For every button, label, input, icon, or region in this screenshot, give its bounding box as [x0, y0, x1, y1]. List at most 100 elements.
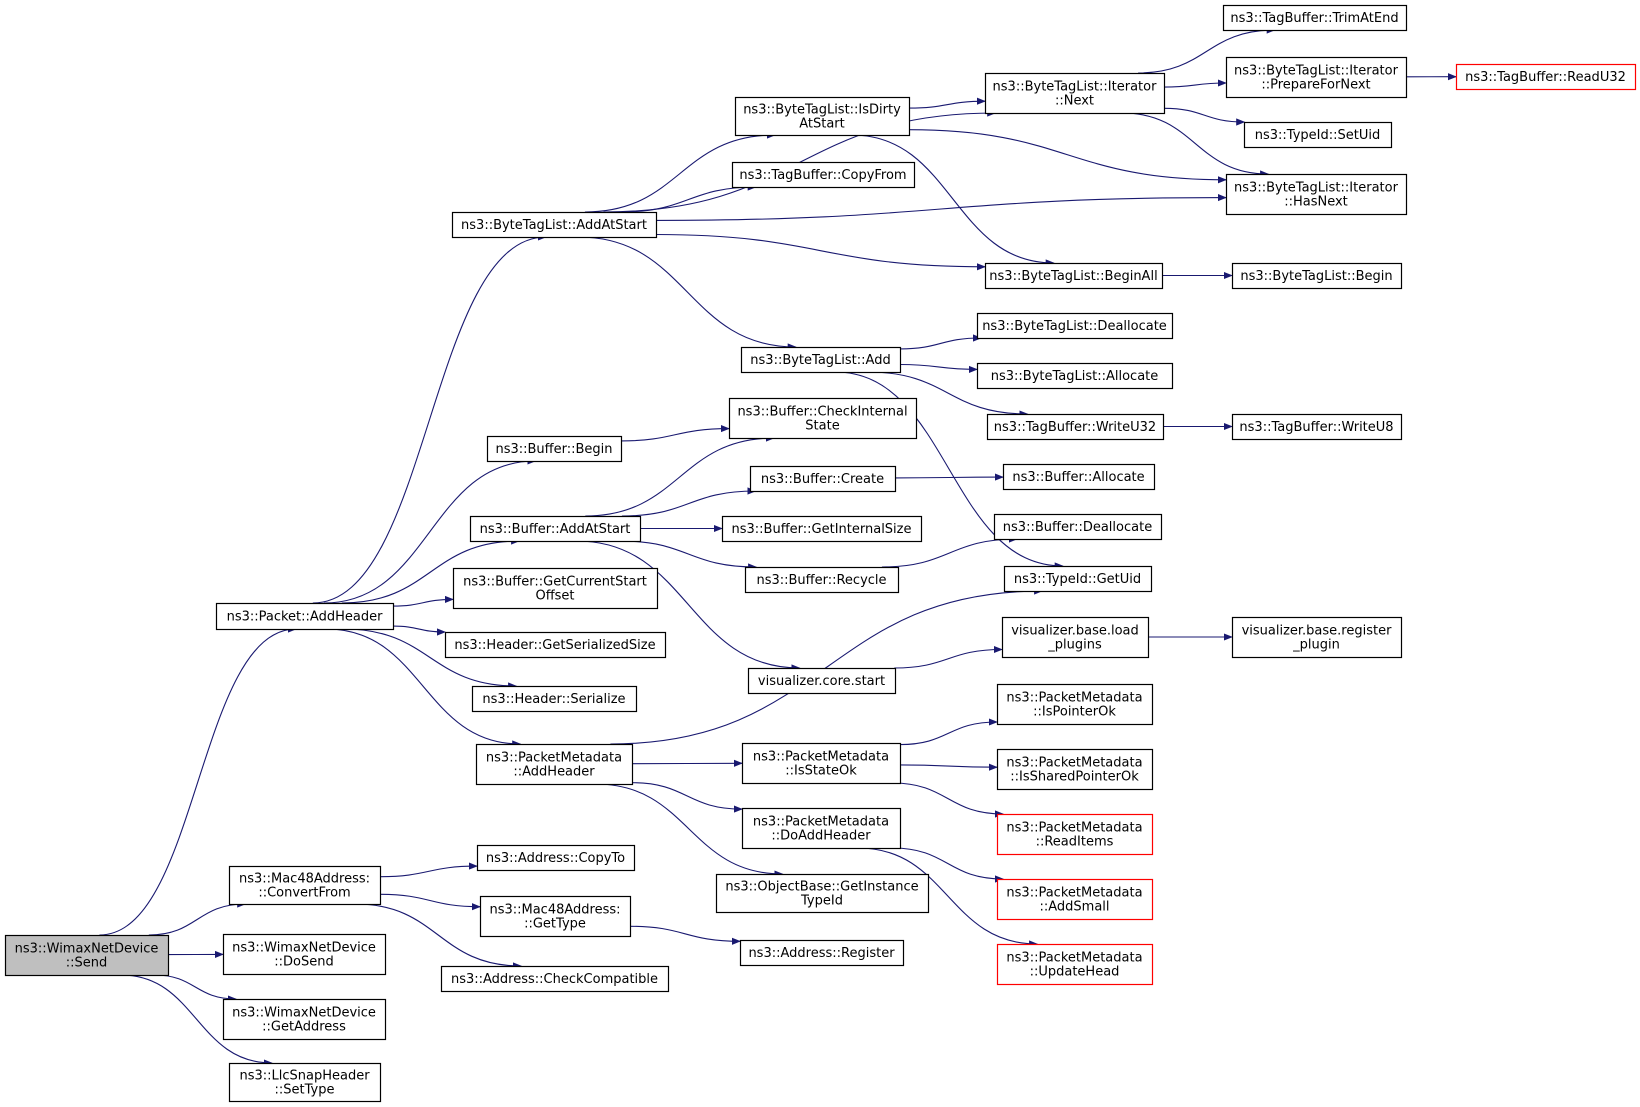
node-label: ns3::ByteTagList::Begin — [1240, 269, 1392, 284]
node-box — [1231, 616, 1403, 659]
node-btl-iter-hasnext[interactable]: ns3::ByteTagList::Iterator::HasNext — [1225, 173, 1408, 216]
node-label: visualizer.base.register — [1242, 624, 1393, 639]
node-label: ns3::PacketMetadata — [1006, 756, 1142, 771]
node-dosend[interactable]: ns3::WimaxNetDevice::DoSend — [222, 933, 387, 976]
node-btl-iter-next[interactable]: ns3::ByteTagList::Iterator::Next — [984, 72, 1166, 115]
node-vis-registerplugin[interactable]: visualizer.base.register_plugin — [1231, 616, 1403, 659]
node-pm-readitems[interactable]: ns3::PacketMetadata::ReadItems — [996, 813, 1154, 856]
node-tb-writeu8[interactable]: ns3::TagBuffer::WriteU8 — [1231, 413, 1403, 441]
edge-btl-add-to-btl-alloc — [899, 363, 978, 373]
edge-addheader-to-btl-addatstart — [312, 233, 547, 604]
node-box — [986, 413, 1165, 441]
node-label: ::AddHeader — [513, 765, 595, 780]
node-btl-iter-preparefornext[interactable]: ns3::ByteTagList::Iterator::PrepareForNe… — [1225, 56, 1408, 99]
edge-buf-addatstart-to-buf-recycle — [620, 540, 758, 571]
node-box — [4, 934, 170, 977]
node-box — [444, 631, 667, 659]
edge-vis-core-start-to-vis-loadplugins — [894, 645, 1003, 669]
node-hdr-getsize[interactable]: ns3::Header::GetSerializedSize — [444, 631, 667, 659]
node-addr-copyto[interactable]: ns3::Address::CopyTo — [476, 844, 636, 872]
node-buf-getinternalsize[interactable]: ns3::Buffer::GetInternalSize — [721, 515, 923, 543]
node-label: ns3::Address::CopyTo — [486, 851, 625, 866]
node-tb-writeu32[interactable]: ns3::TagBuffer::WriteU32 — [986, 413, 1165, 441]
node-box — [747, 667, 897, 695]
node-label: ::IsPointerOk — [1033, 705, 1116, 720]
node-tb-copyfrom[interactable]: ns3::TagBuffer::CopyFrom — [731, 161, 916, 189]
node-label: visualizer.base.load — [1011, 624, 1139, 639]
node-btl-add[interactable]: ns3::ByteTagList::Add — [740, 346, 902, 374]
node-box — [471, 685, 638, 713]
node-box — [749, 465, 897, 493]
node-llcsettype[interactable]: ns3::LlcSnapHeader::SetType — [228, 1062, 382, 1103]
node-btl-begin[interactable]: ns3::ByteTagList::Begin — [1231, 262, 1403, 290]
node-typeid-setuid[interactable]: ns3::TypeId::SetUid — [1243, 121, 1393, 149]
node-hdr-serialize[interactable]: ns3::Header::Serialize — [471, 685, 638, 713]
node-vis-core-start[interactable]: visualizer.core.start — [747, 667, 897, 695]
node-send[interactable]: ns3::WimaxNetDevice::Send — [4, 934, 170, 977]
node-label: ns3::Buffer::AddAtStart — [480, 522, 631, 537]
edge-buf-create-to-buf-allocate — [894, 473, 1004, 481]
node-buf-create[interactable]: ns3::Buffer::Create — [749, 465, 897, 493]
node-addr-checkcompat[interactable]: ns3::Address::CheckCompatible — [440, 965, 670, 993]
node-label: ns3::TagBuffer::ReadU32 — [1465, 70, 1626, 85]
node-pm-doaddheader[interactable]: ns3::PacketMetadata::DoAddHeader — [741, 807, 902, 850]
node-addheader[interactable]: ns3::Packet::AddHeader — [215, 602, 395, 631]
edge-btl-addatstart-to-btl-add — [578, 236, 797, 351]
node-typeid-getuid[interactable]: ns3::TypeId::GetUid — [1003, 565, 1153, 593]
node-tb-trimatend[interactable]: ns3::TagBuffer::TrimAtEnd — [1222, 4, 1408, 32]
node-buf-dealloc[interactable]: ns3::Buffer::Deallocate — [993, 513, 1163, 541]
node-label: ns3::Buffer::Create — [761, 472, 884, 487]
node-label: ns3::Header::Serialize — [482, 692, 625, 707]
node-label: ns3::WimaxNetDevice — [15, 942, 159, 957]
edge-btl-iter-next-to-btl-iter-hasnext — [1122, 112, 1270, 178]
edge-mac48convert-to-addr-checkcompat — [355, 903, 522, 970]
node-box — [731, 161, 916, 189]
node-buf-recycle[interactable]: ns3::Buffer::Recycle — [744, 566, 900, 594]
node-label: ns3::Buffer::Allocate — [1012, 470, 1144, 485]
node-pm-isstateok[interactable]: ns3::PacketMetadata::IsStateOk — [741, 742, 902, 785]
node-box — [1003, 565, 1153, 593]
node-box — [451, 211, 658, 239]
edge-btl-add-to-btl-dealloc — [899, 334, 982, 350]
edge-btl-iter-next-to-typeid-setuid — [1163, 107, 1246, 126]
edge-pm-isstateok-to-pm-readitems — [892, 782, 1004, 818]
node-pm-addsmall[interactable]: ns3::PacketMetadata::AddSmall — [996, 878, 1154, 921]
node-tb-readu32[interactable]: ns3::TagBuffer::ReadU32 — [1455, 63, 1637, 91]
node-label: ::DoAddHeader — [771, 829, 871, 844]
node-buf-allocate[interactable]: ns3::Buffer::Allocate — [1002, 463, 1156, 491]
edge-btl-isdirty-to-btl-beginall — [851, 134, 1055, 267]
node-btl-beginall[interactable]: ns3::ByteTagList::BeginAll — [984, 262, 1164, 290]
node-pm-updatehead[interactable]: ns3::PacketMetadata::UpdateHead — [996, 943, 1154, 986]
node-box — [996, 878, 1154, 921]
node-label: ns3::ByteTagList::IsDirty — [743, 103, 901, 118]
node-vis-loadplugins[interactable]: visualizer.base.load_plugins — [1001, 616, 1150, 659]
node-box — [744, 566, 900, 594]
node-pm-addheader[interactable]: ns3::PacketMetadata::AddHeader — [475, 743, 634, 786]
node-label: TypeId — [800, 894, 843, 909]
node-label: ns3::ByteTagList::AddAtStart — [461, 218, 647, 233]
node-pm-issharedpointerok[interactable]: ns3::PacketMetadata::IsSharedPointerOk — [996, 748, 1154, 791]
node-label: ::Send — [66, 956, 108, 971]
node-btl-alloc[interactable]: ns3::ByteTagList::Allocate — [976, 362, 1174, 390]
node-getaddress[interactable]: ns3::WimaxNetDevice::GetAddress — [222, 998, 387, 1041]
node-pm-ispointerok[interactable]: ns3::PacketMetadata::IsPointerOk — [996, 683, 1154, 726]
node-addr-register[interactable]: ns3::Address::Register — [739, 939, 905, 967]
node-label: _plugins — [1047, 638, 1102, 653]
node-box — [1001, 616, 1150, 659]
node-btl-addatstart[interactable]: ns3::ByteTagList::AddAtStart — [451, 211, 658, 239]
node-label: ns3::Address::CheckCompatible — [451, 972, 658, 987]
node-buf-begin[interactable]: ns3::Buffer::Begin — [486, 435, 623, 463]
node-buf-addatstart[interactable]: ns3::Buffer::AddAtStart — [469, 515, 642, 543]
node-box — [452, 567, 659, 610]
node-btl-dealloc[interactable]: ns3::ByteTagList::Deallocate — [976, 312, 1174, 340]
node-box — [475, 743, 634, 786]
node-box — [734, 96, 911, 137]
node-box — [476, 844, 636, 872]
edge-btl-addatstart-to-btl-isdirty — [584, 131, 776, 213]
node-mac48-gettype[interactable]: ns3::Mac48Address:::GetType — [479, 895, 632, 938]
node-mac48convert[interactable]: ns3::Mac48Address:::ConvertFrom — [228, 865, 382, 906]
